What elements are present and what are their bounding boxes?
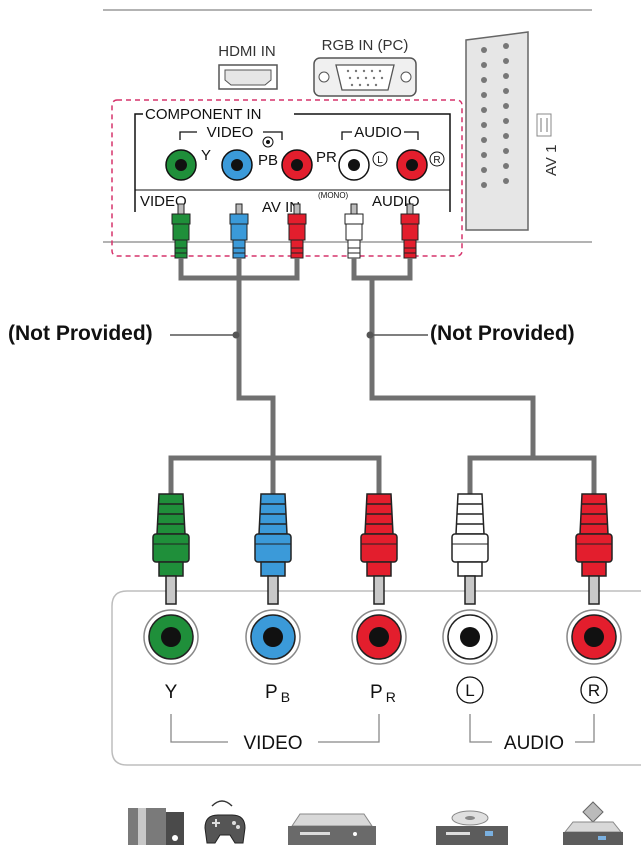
device-plug-pr bbox=[360, 493, 398, 605]
hdmi-in-label: HDMI IN bbox=[218, 43, 276, 60]
device-panel bbox=[111, 590, 641, 766]
jack-audio-r bbox=[396, 149, 428, 181]
jack-pb bbox=[221, 149, 253, 181]
tv-plug-audio-r bbox=[400, 203, 420, 259]
video-bracket bbox=[170, 714, 380, 743]
av-video-label: VIDEO bbox=[140, 193, 187, 210]
device-y-label: Y bbox=[165, 682, 178, 703]
jack-audio-l bbox=[338, 149, 370, 181]
device-jack-audio-l bbox=[442, 609, 498, 665]
audio-cable bbox=[351, 258, 597, 494]
device-l-label: L bbox=[465, 681, 474, 700]
device-jack-y bbox=[143, 609, 199, 665]
r-label: R bbox=[433, 155, 440, 166]
jack-y bbox=[165, 149, 197, 181]
component-in-panel: COMPONENT IN VIDEO AUDIO Y PB PR L bbox=[134, 106, 451, 216]
left-cable-note: (Not Provided) bbox=[8, 322, 240, 345]
mono-label: (MONO) bbox=[318, 191, 349, 200]
device-plug-pb bbox=[254, 493, 292, 605]
tv-plug-y bbox=[171, 203, 191, 259]
pr-label: PR bbox=[316, 149, 337, 166]
component-cable bbox=[168, 258, 382, 494]
audio-group-label: AUDIO bbox=[354, 124, 402, 141]
game-console-icon bbox=[204, 800, 246, 844]
device-plug-audio-r bbox=[575, 493, 613, 605]
dvd-player-icon bbox=[288, 813, 376, 845]
device-l-circle bbox=[456, 676, 484, 704]
audio-bracket bbox=[469, 714, 595, 743]
component-area-highlight bbox=[111, 99, 463, 257]
jack-pr bbox=[281, 149, 313, 181]
tv-plug-pb bbox=[229, 203, 249, 259]
device-plug-y bbox=[152, 493, 190, 605]
pc-icon bbox=[128, 808, 184, 845]
component-in-label: COMPONENT IN bbox=[145, 106, 261, 123]
rgb-in-port: RGB IN (PC) bbox=[313, 37, 417, 97]
hdmi-in-port: HDMI IN bbox=[218, 43, 278, 90]
tv-plug-audio-l bbox=[344, 203, 364, 259]
set-top-box-icon bbox=[563, 801, 623, 845]
video-group-label: VIDEO bbox=[207, 124, 254, 141]
device-r-circle bbox=[580, 676, 608, 704]
av-in-label: AV IN bbox=[262, 199, 300, 216]
scart-av1-port: AV 1 bbox=[465, 31, 560, 231]
right-cable-note: (Not Provided) bbox=[366, 322, 575, 345]
device-r-label: R bbox=[588, 681, 600, 700]
right-not-provided: (Not Provided) bbox=[430, 322, 575, 345]
y-label: Y bbox=[201, 147, 211, 164]
device-audio-label: AUDIO bbox=[504, 733, 564, 754]
blu-ray-player-icon bbox=[436, 810, 508, 845]
rgb-in-label: RGB IN (PC) bbox=[322, 37, 409, 54]
device-jack-pb bbox=[245, 609, 301, 665]
device-plug-audio-l bbox=[451, 493, 489, 605]
l-label: L bbox=[377, 155, 383, 166]
device-jack-pr bbox=[351, 609, 407, 665]
av1-label: AV 1 bbox=[543, 145, 560, 176]
device-video-label: VIDEO bbox=[243, 733, 302, 754]
pb-label: PB bbox=[258, 152, 278, 169]
left-not-provided: (Not Provided) bbox=[8, 322, 153, 345]
device-jack-audio-r bbox=[566, 609, 622, 665]
